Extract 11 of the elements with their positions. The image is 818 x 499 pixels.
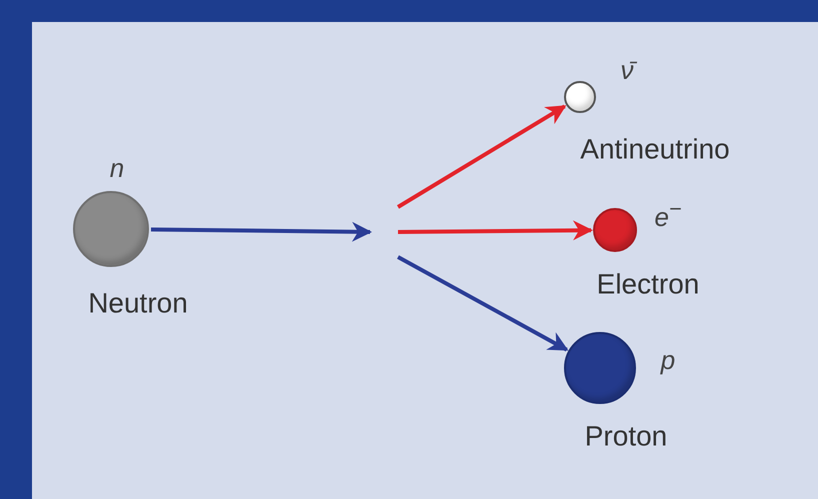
particle-name: Antineutrino: [580, 134, 730, 166]
particle-symbol: p: [660, 347, 676, 373]
particle-name: Neutron: [88, 288, 188, 320]
particle-name: Electron: [596, 270, 700, 300]
arrow: [150, 222, 372, 242]
arrow: [396, 104, 566, 209]
particle-symbol: e$^{−}$: [654, 198, 682, 230]
arrow: [397, 255, 568, 352]
particle-name: Proton: [584, 422, 668, 452]
arrow: [398, 220, 593, 240]
particle-symbol: n: [110, 155, 124, 181]
